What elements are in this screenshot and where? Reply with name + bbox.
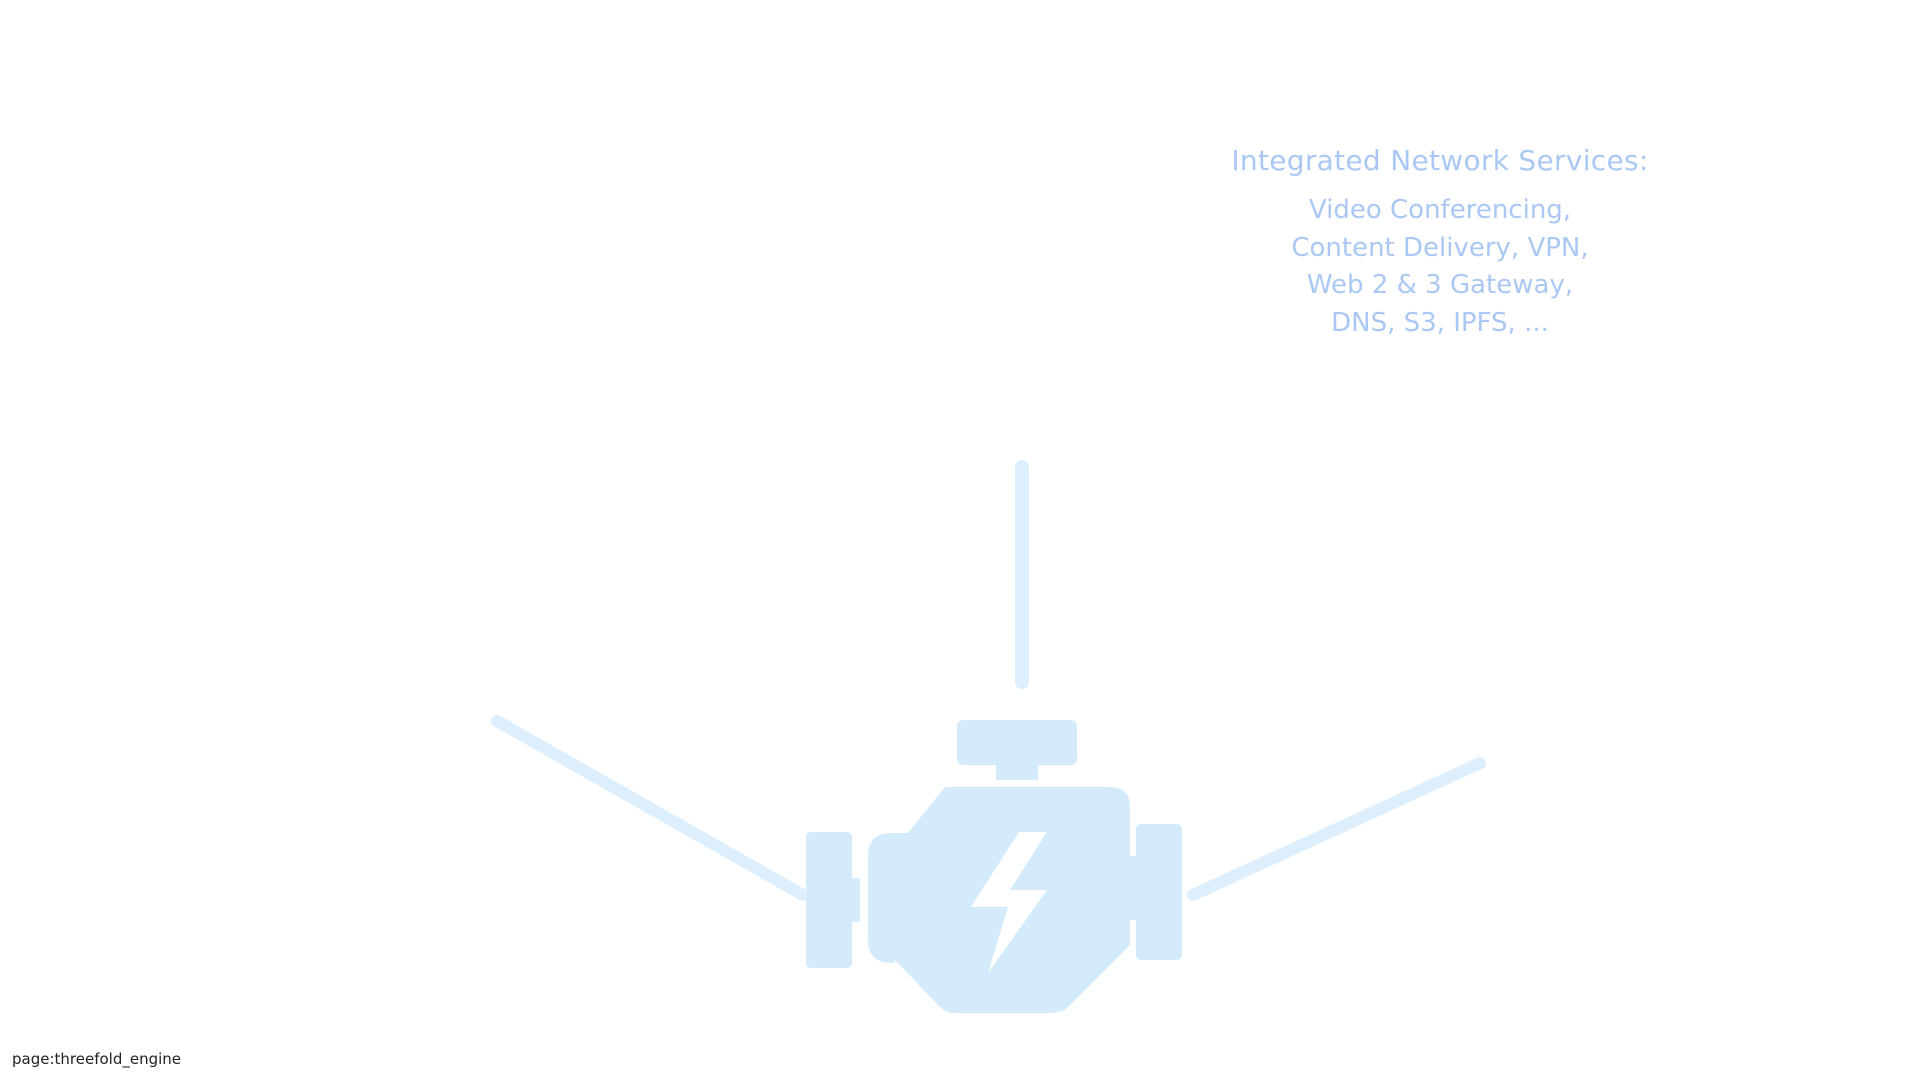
engine-left-connector <box>848 878 860 922</box>
connector-line-left <box>491 715 809 901</box>
connector-lines <box>491 460 1486 901</box>
services-item: Video Conferencing, <box>1308 195 1572 225</box>
services-list: Video Conferencing, Content Delivery, VP… <box>1180 192 1700 342</box>
services-item: Content Delivery, VPN, <box>1291 232 1589 263</box>
engine-left-block <box>806 832 852 968</box>
engine-cap-neck <box>996 760 1038 780</box>
services-text-block: Integrated Network Services: Video Confe… <box>1180 140 1700 342</box>
services-item: Web 2 & 3 Gateway, <box>1306 270 1574 300</box>
connector-line-right <box>1187 757 1486 901</box>
lightning-bolt-icon <box>971 832 1047 973</box>
engine-right-block <box>1136 824 1182 960</box>
services-title: Integrated Network Services: <box>1231 144 1649 177</box>
engine-icon <box>806 720 1182 1013</box>
page-label: page:threefold_engine <box>12 1050 182 1068</box>
services-item: DNS, S3, IPFS, ... <box>1331 307 1549 338</box>
engine-cap <box>957 720 1077 765</box>
